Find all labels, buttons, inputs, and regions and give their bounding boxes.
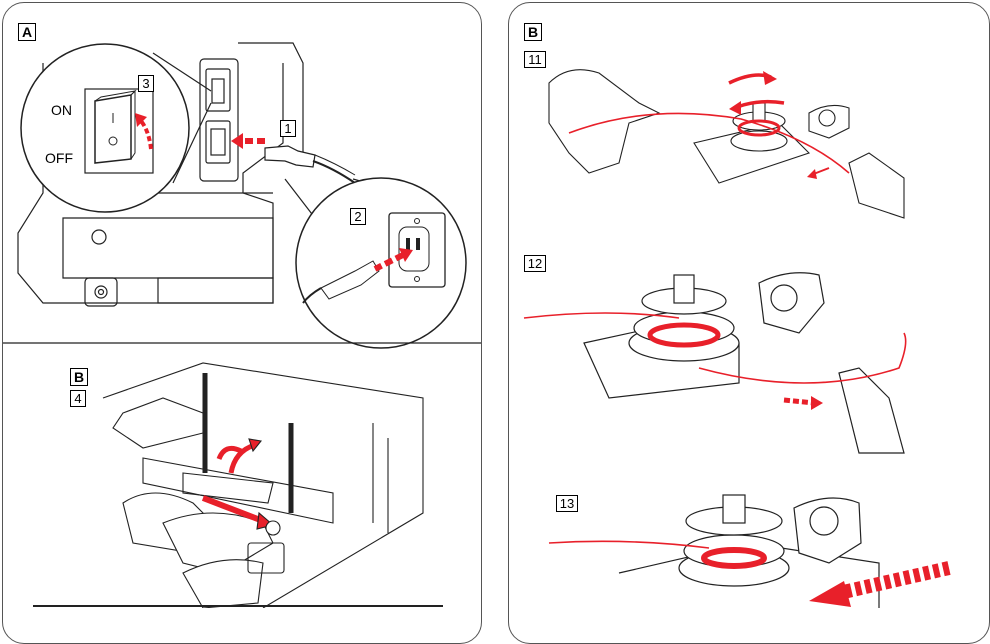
machine-body-drawing [17, 42, 356, 307]
step-12-drawing [583, 272, 905, 454]
panel-b-illustration [523, 69, 951, 608]
section-label-b-sub: B [70, 368, 88, 386]
step-label-13: 13 [556, 495, 578, 512]
plug-arrow [231, 133, 265, 149]
step-label-3: 3 [138, 75, 154, 92]
step-label-11: 11 [524, 51, 546, 68]
switch-off-label: OFF [45, 150, 73, 166]
panel-a-illustration [3, 42, 481, 608]
bobbin-area-drawing [102, 362, 424, 608]
section-label-b: B [524, 23, 542, 41]
switch-callout [20, 43, 212, 213]
switch-on-label: ON [51, 102, 72, 118]
step-label-4: 4 [70, 390, 86, 407]
panel-b: B 11 12 13 [508, 2, 990, 644]
step-12-thread [523, 312, 907, 410]
step-label-1: 1 [280, 120, 296, 137]
step-label-2: 2 [350, 208, 366, 225]
section-label-a: A [18, 23, 36, 41]
step-label-12: 12 [524, 255, 546, 272]
step-11-drawing [548, 69, 905, 219]
step-13-thread [548, 540, 951, 607]
wall-callout [284, 177, 467, 349]
panel-a: A 1 2 3 ON OFF B 4 [2, 2, 482, 644]
step-11-thread [568, 71, 850, 179]
